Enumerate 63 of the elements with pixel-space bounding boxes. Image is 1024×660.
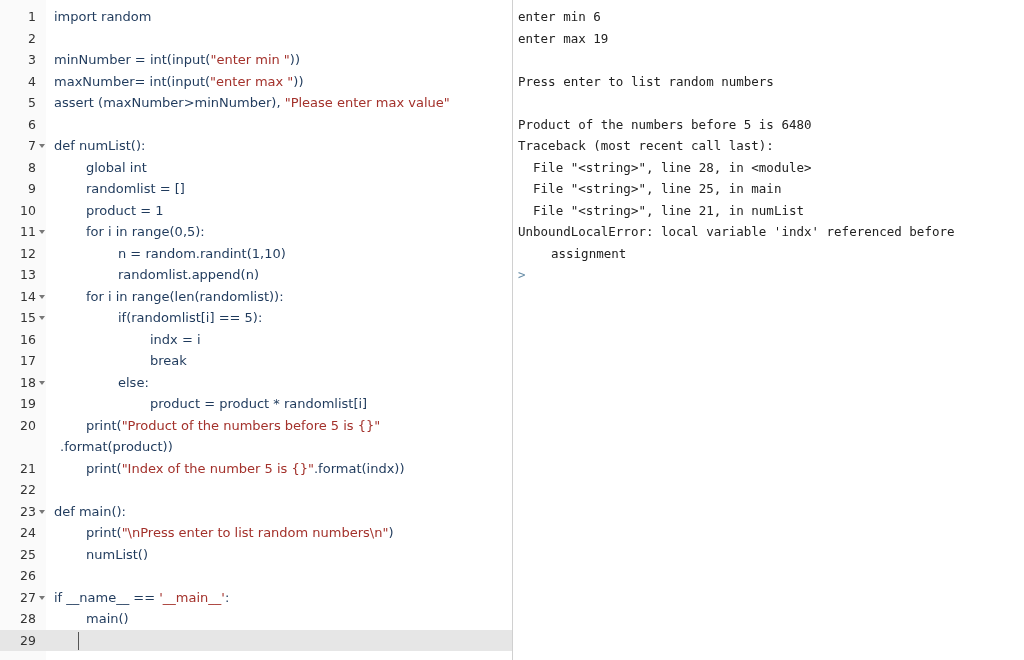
- code-line: maxNumber= int(input("enter max ")): [54, 72, 304, 91]
- code-line: def main():: [54, 502, 126, 521]
- line-number: 11: [19, 223, 36, 241]
- code-line: print("Product of the numbers before 5 is {}" .format(product)): [59, 416, 382, 456]
- code-line: randomlist.append(n): [117, 266, 259, 284]
- console-output-line: Press enter to list random numbers: [518, 72, 775, 91]
- console-output-line: enter min 6: [518, 8, 602, 26]
- console-output-line: File "<string>", line 25, in main: [532, 180, 783, 198]
- code-line: for i in range(0,5):: [85, 223, 205, 241]
- console-output-line: Traceback (most recent call last):: [518, 137, 775, 155]
- line-number: 3: [27, 51, 36, 69]
- line-number: 15: [19, 309, 36, 327]
- line-number: 1: [27, 8, 36, 26]
- line-number: 29: [19, 631, 36, 650]
- line-number: 14: [19, 287, 36, 306]
- code-line: randomlist = []: [85, 180, 185, 198]
- code-line: global int: [85, 158, 147, 177]
- code-line: if __name__ == '__main__':: [54, 588, 230, 607]
- code-line: import random: [54, 8, 152, 26]
- code-line: minNumber = int(input("enter min ")): [54, 51, 300, 69]
- line-number: 12: [19, 244, 36, 263]
- line-number: 27: [19, 588, 36, 607]
- line-number: 7: [27, 137, 36, 155]
- line-number: 16: [19, 330, 36, 349]
- line-number: 24: [19, 524, 36, 542]
- line-number: 21: [19, 459, 36, 478]
- line-number: 10: [19, 201, 36, 220]
- code-line: for i in range(len(randomlist)):: [85, 287, 284, 306]
- console-output-line: File "<string>", line 28, in <module>: [532, 158, 813, 177]
- code-line: print("\nPress enter to list random numbers\n"): [85, 524, 394, 542]
- line-number: 25: [19, 545, 36, 564]
- line-number: 28: [19, 610, 36, 628]
- code-line: main(): [85, 610, 129, 628]
- line-number: 22: [19, 481, 36, 499]
- line-number: 18: [19, 373, 36, 392]
- code-line: indx = i: [149, 330, 201, 349]
- line-number: 6: [27, 115, 36, 134]
- console-output-line: Product of the numbers before 5 is 6480: [518, 115, 813, 134]
- code-line: product = 1: [85, 201, 164, 220]
- console-output-line: enter max 19: [518, 29, 610, 48]
- code-line: if(randomlist[i] == 5):: [117, 309, 263, 327]
- line-number: 9: [27, 180, 36, 198]
- console-output-line: UnboundLocalError: local variable 'indx' referenced before assignment: [518, 223, 956, 263]
- line-number: 5: [27, 94, 36, 112]
- line-number: 17: [19, 352, 36, 370]
- code-line: product = product * randomlist[i]: [149, 395, 368, 413]
- line-number: 26: [19, 567, 36, 585]
- console-prompt: >: [518, 266, 527, 284]
- line-number: 23: [19, 502, 36, 521]
- code-line: else:: [117, 373, 149, 392]
- line-number: 20: [19, 416, 36, 435]
- console-output-line: File "<string>", line 21, in numList: [532, 201, 805, 220]
- code-line: break: [149, 352, 187, 370]
- code-line: print("Index of the number 5 is {}".format(indx)): [85, 459, 405, 478]
- line-number: 4: [27, 72, 36, 91]
- code-line: def numList():: [54, 137, 146, 155]
- line-number: 19: [19, 395, 36, 413]
- line-number: 13: [19, 266, 36, 284]
- code-line: numList(): [85, 545, 148, 564]
- code-line: assert (maxNumber>minNumber), "Please enter max value": [54, 94, 450, 112]
- line-number: 2: [27, 29, 36, 48]
- code-line: n = random.randint(1,10): [117, 244, 286, 263]
- line-number: 8: [27, 158, 36, 177]
